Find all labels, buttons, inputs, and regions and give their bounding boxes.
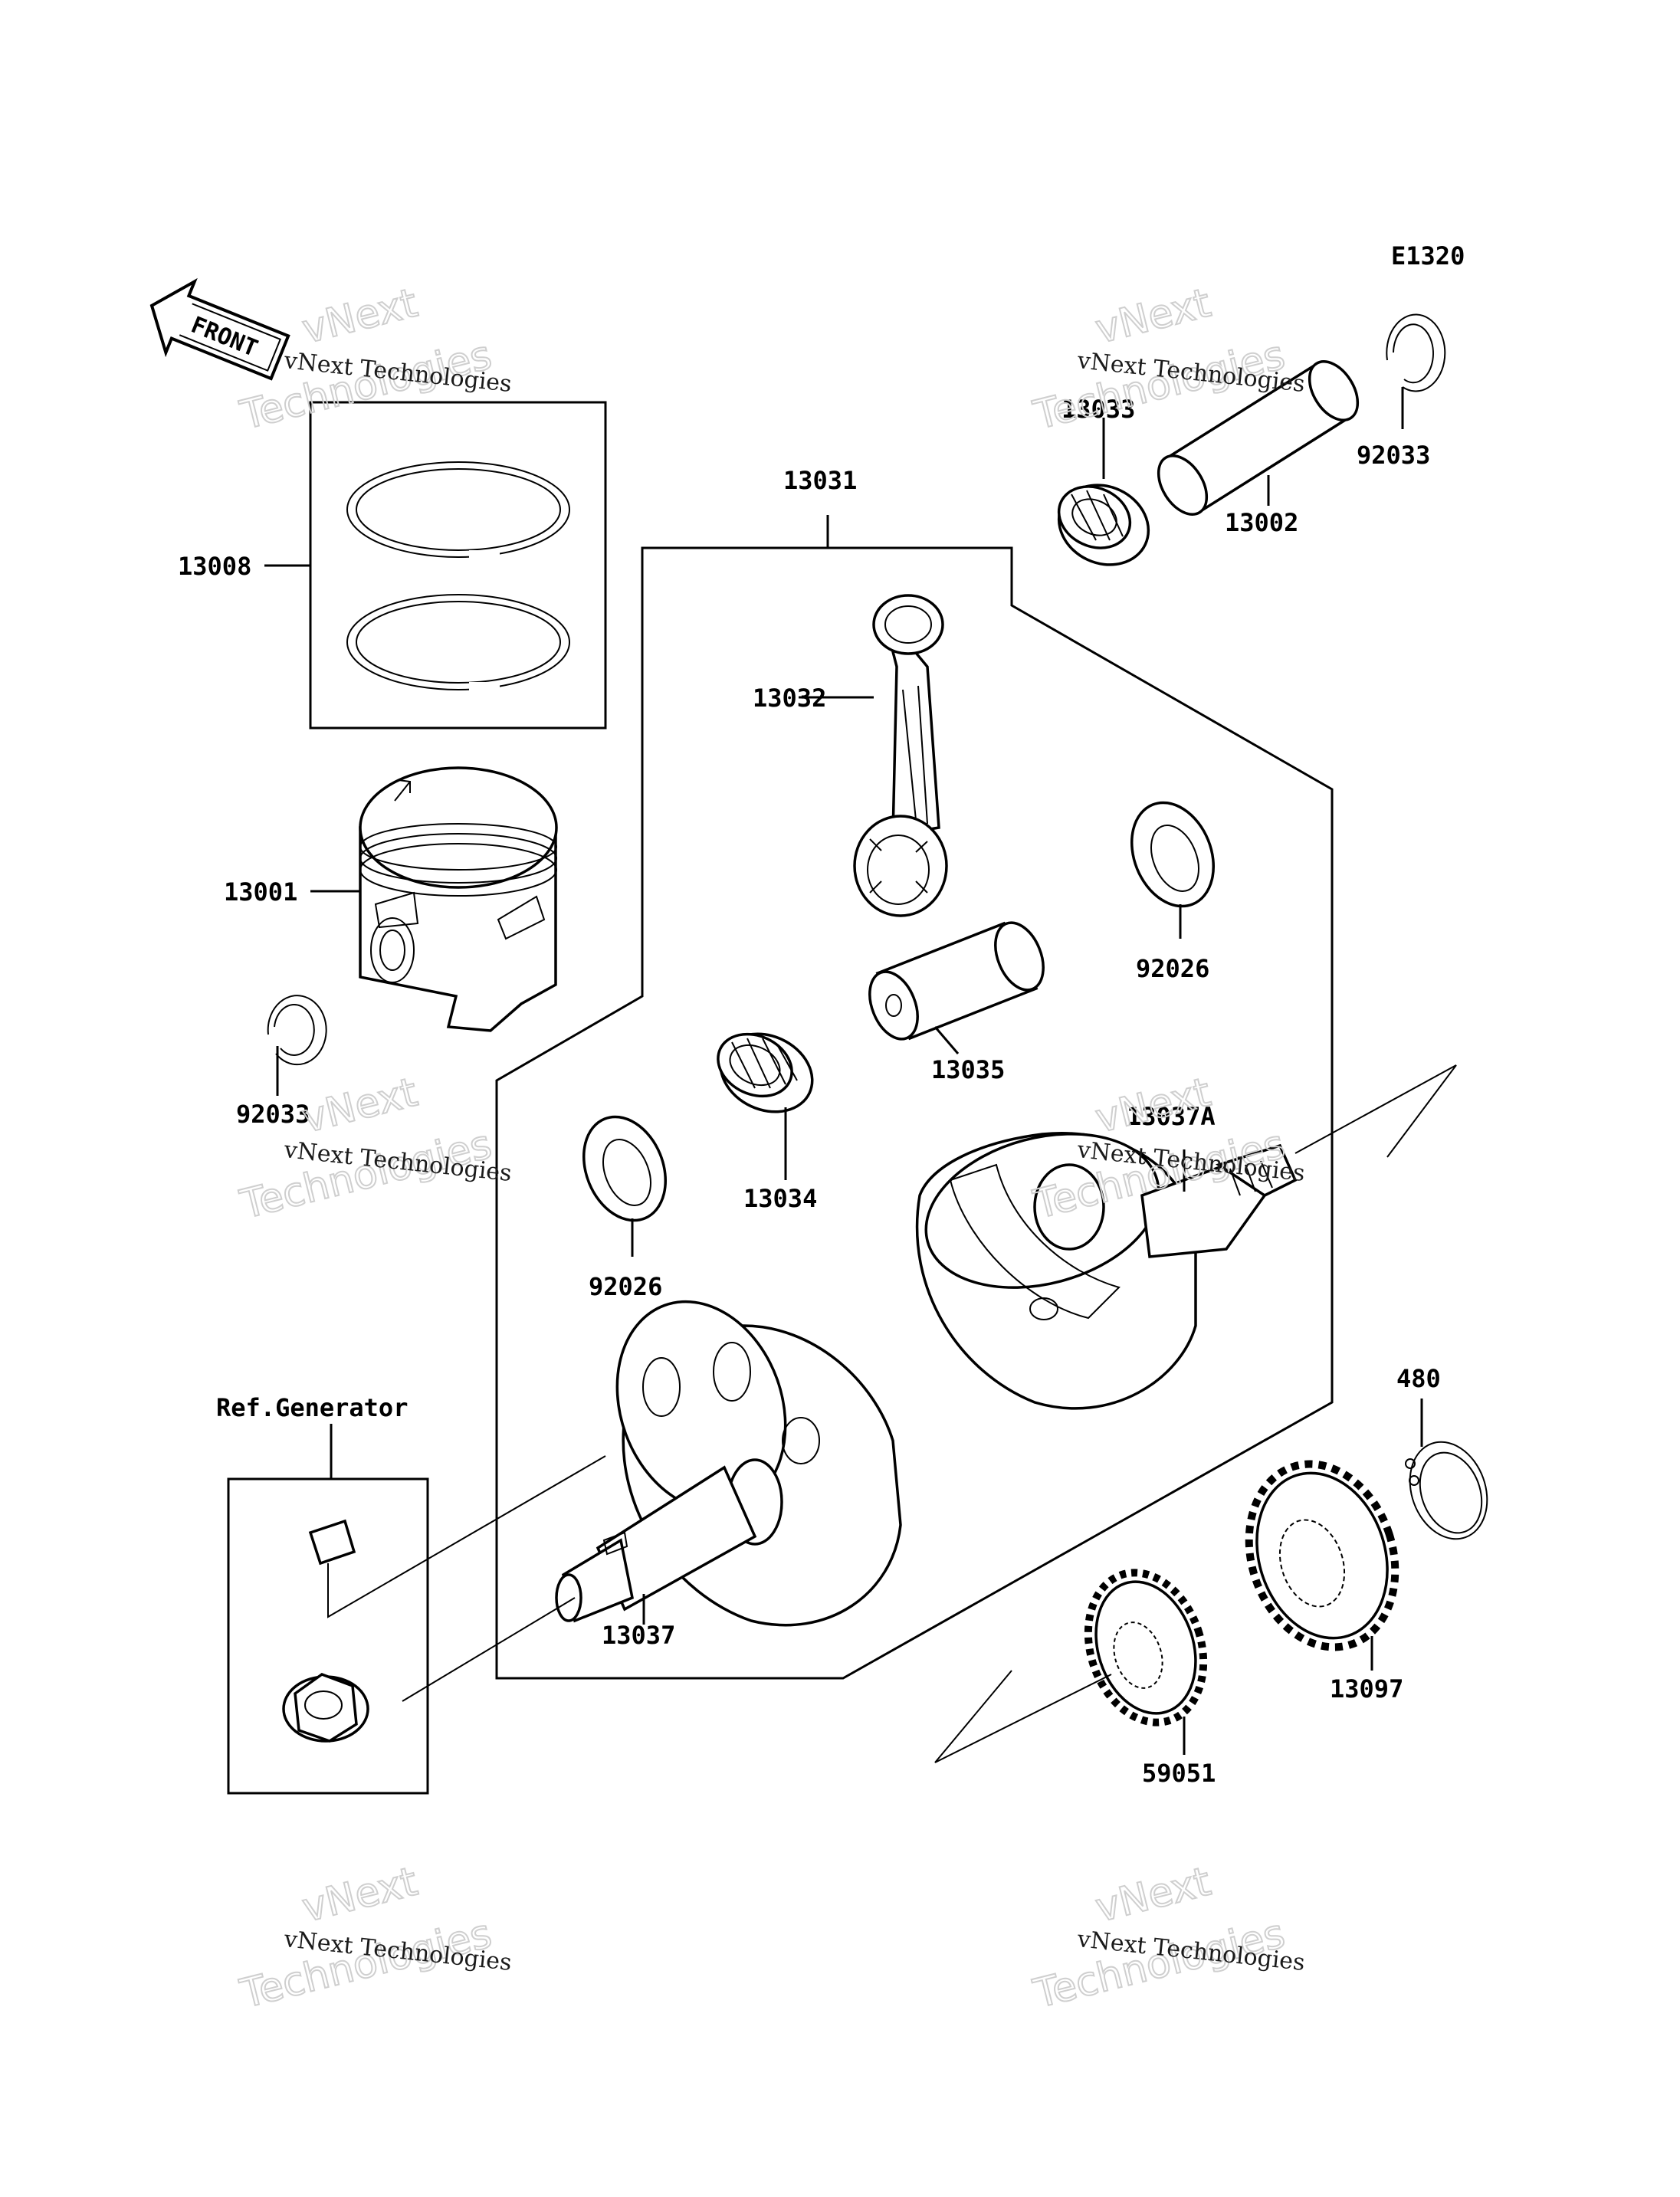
svg-text:vNext: vNext <box>1091 1070 1216 1143</box>
diagram-code: E1320 <box>1391 241 1465 271</box>
piston-ring-upper <box>346 461 570 561</box>
crank-assembly-outline <box>495 546 1334 1680</box>
piston-pin <box>1157 360 1360 516</box>
svg-text:vNext: vNext <box>298 1859 422 1932</box>
part-label-92033-left: 92033 <box>236 1100 310 1129</box>
part-label-13001: 13001 <box>224 877 297 907</box>
part-label-480: 480 <box>1396 1364 1441 1393</box>
svg-text:vNext: vNext <box>1091 1859 1216 1932</box>
crankshaft-right-half <box>915 1064 1457 1410</box>
part-label-13002: 13002 <box>1225 508 1298 537</box>
crankshaft-left-half <box>402 1300 902 1702</box>
part-label-13097: 13097 <box>1330 1674 1403 1703</box>
woodruff-key <box>308 1519 356 1566</box>
connecting-rod <box>853 594 948 917</box>
part-label-92033-right: 92033 <box>1357 441 1430 470</box>
piston-ring-lower <box>346 594 570 693</box>
svg-text:vNext: vNext <box>1091 280 1216 353</box>
thrust-washer-right <box>1130 801 1216 908</box>
watermark-5: vNext Technologies vNext Technologies <box>235 1858 514 2018</box>
snap-ring <box>1405 1441 1488 1540</box>
part-label-59051: 59051 <box>1142 1759 1216 1788</box>
piston <box>359 766 558 1032</box>
part-label-92026-left: 92026 <box>589 1272 662 1301</box>
gear-small <box>934 1569 1208 1763</box>
part-label-13035: 13035 <box>931 1055 1005 1084</box>
svg-text:vNext: vNext <box>298 280 422 353</box>
watermark-6: vNext Technologies vNext Technologies <box>1029 1858 1307 2018</box>
thrust-washer-left <box>582 1115 668 1222</box>
svg-text:vNext: vNext <box>298 1070 422 1143</box>
circlip-left <box>267 995 327 1066</box>
crank-pin <box>868 921 1045 1041</box>
part-label-13034: 13034 <box>743 1184 817 1213</box>
gear-large <box>1245 1460 1399 1651</box>
circlip-right <box>1386 313 1446 392</box>
part-label-92026-right: 92026 <box>1136 954 1209 983</box>
front-arrow-icon: FRONT <box>149 277 290 381</box>
flange-nut <box>282 1673 369 1743</box>
part-label-13032: 13032 <box>753 684 826 713</box>
part-label-13037A: 13037A <box>1127 1102 1216 1131</box>
needle-bearing-big-end <box>717 1032 814 1113</box>
part-label-13031: 13031 <box>783 466 857 495</box>
part-label-13037: 13037 <box>602 1621 675 1650</box>
part-label-13033: 13033 <box>1061 395 1135 424</box>
ref-generator-box <box>227 1477 429 1795</box>
piston-rings-box <box>309 401 607 730</box>
needle-bearing-small-end <box>1057 484 1150 566</box>
ref-generator-label: Ref.Generator <box>216 1393 408 1422</box>
part-label-13008: 13008 <box>178 552 251 581</box>
